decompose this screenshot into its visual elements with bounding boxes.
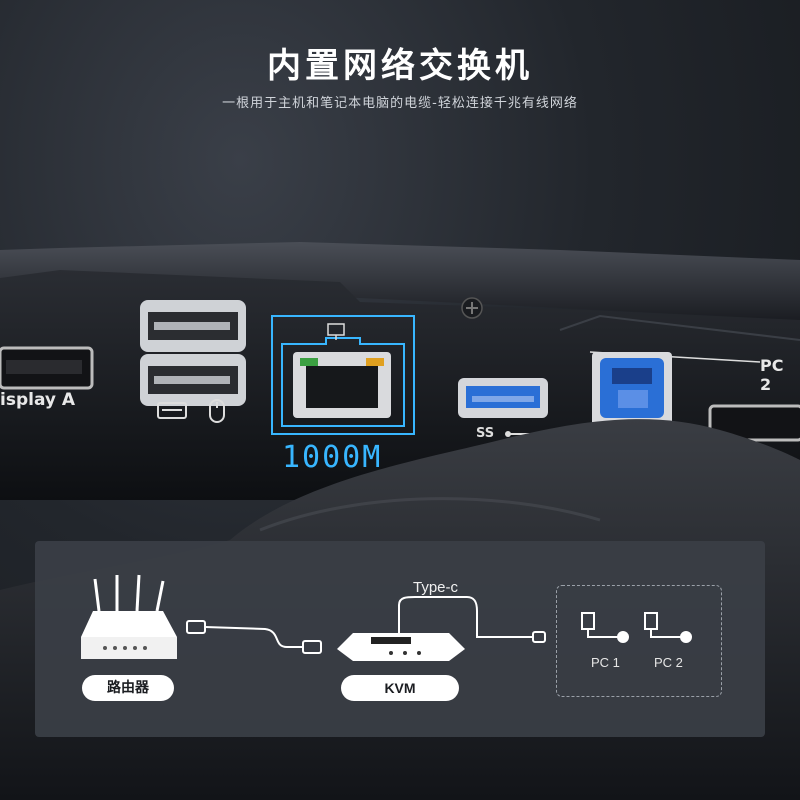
kvm-device-panel — [0, 240, 800, 500]
pc1-label: PC 1 — [591, 655, 620, 670]
pc2-port-label: PC 2 — [760, 356, 784, 394]
router-label: 路由器 — [82, 675, 174, 701]
mouse-icon — [209, 399, 225, 423]
kvm-device-icon — [337, 633, 465, 661]
page-subtitle: 一根用于主机和笔记本电脑的电缆-轻松连接千兆有线网络 — [222, 96, 578, 111]
ethernet-speed-label: 1000M — [282, 440, 383, 475]
displayport-label: isplay A — [0, 390, 76, 410]
page-title: 内置网络交换机 — [267, 46, 533, 86]
pc-group-box — [556, 585, 722, 697]
monitor-check-icon — [644, 612, 692, 643]
kvm-label: KVM — [341, 675, 459, 701]
router-icon — [81, 574, 177, 659]
keyboard-icon — [157, 402, 187, 419]
network-icon — [327, 323, 345, 340]
pc2-label: PC 2 — [654, 655, 683, 670]
type-c-label: Type-c — [413, 579, 459, 596]
monitor-check-icon — [581, 612, 629, 643]
screw-icon — [461, 297, 483, 319]
superspeed-label: SS — [476, 426, 495, 441]
network-diagram-card: 路由器 KVM Type-c PC 1 PC 2 — [35, 541, 765, 737]
